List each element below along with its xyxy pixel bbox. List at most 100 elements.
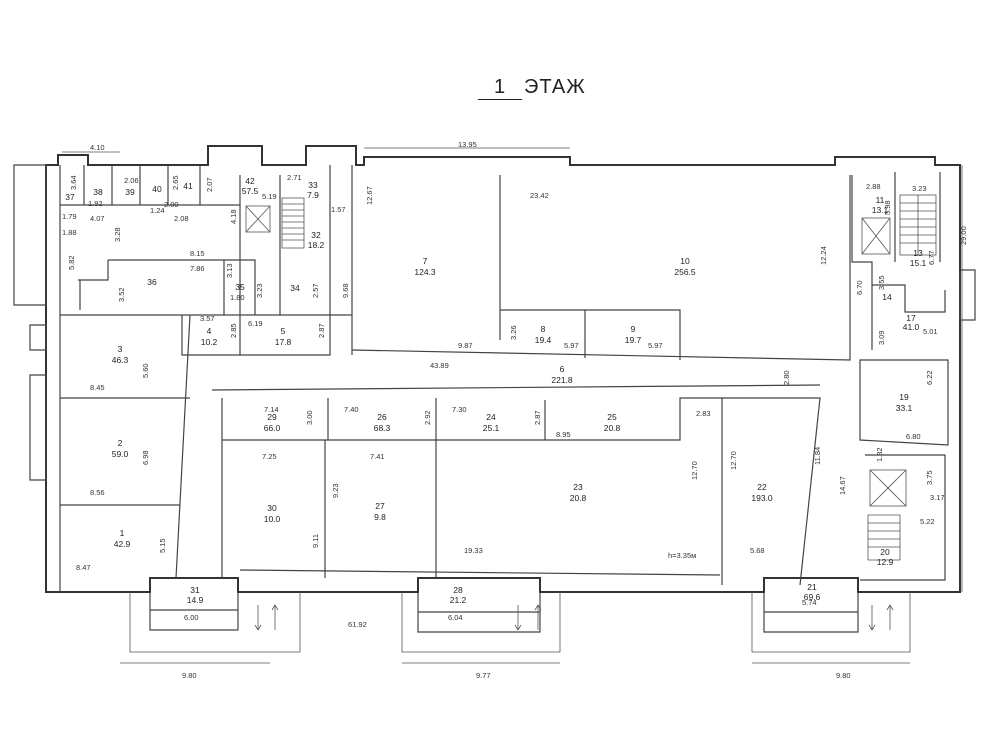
room-number: 32 bbox=[311, 230, 321, 240]
dimension-label: 5.01 bbox=[923, 327, 938, 336]
room-area: 25.1 bbox=[483, 423, 500, 433]
dimension-label: 9.23 bbox=[331, 483, 340, 498]
dimension-label: 8.45 bbox=[90, 383, 105, 392]
room-area: 17.8 bbox=[275, 337, 292, 347]
room-number: 19 bbox=[899, 392, 909, 402]
dimension-label: 12.70 bbox=[729, 451, 738, 470]
dimension-label: 2.00 bbox=[164, 200, 179, 209]
dimension-label: 5.82 bbox=[67, 255, 76, 270]
dimension-label: 5.97 bbox=[564, 341, 579, 350]
dimension-label: 5.60 bbox=[141, 363, 150, 378]
room-number: 35 bbox=[235, 282, 245, 292]
dimension-label: 12.70 bbox=[690, 461, 699, 480]
dimension-label: 4.07 bbox=[90, 214, 105, 223]
room-number: 37 bbox=[65, 192, 75, 202]
room-number: 6 bbox=[560, 364, 565, 374]
dimension-label: 2.92 bbox=[423, 410, 432, 425]
dimension-label: 5.22 bbox=[920, 517, 935, 526]
room-number: 4 bbox=[207, 326, 212, 336]
dimension-label: 8.47 bbox=[76, 563, 91, 572]
dimension-label: 3.17 bbox=[930, 493, 945, 502]
dimension-label: 6.80 bbox=[906, 432, 921, 441]
dimension-label: 7.41 bbox=[370, 452, 385, 461]
room-area: 256.5 bbox=[674, 267, 696, 277]
room-area: 33.1 bbox=[896, 403, 913, 413]
dimension-label: 5.98 bbox=[883, 200, 892, 215]
dimension-label: 3.28 bbox=[113, 227, 122, 242]
room-number: 24 bbox=[486, 412, 496, 422]
room-number: 38 bbox=[93, 187, 103, 197]
room-area: 9.8 bbox=[374, 512, 386, 522]
dimension-label: 3.23 bbox=[255, 283, 264, 298]
room-area: 193.0 bbox=[751, 493, 773, 503]
dimension-label: 23.42 bbox=[530, 191, 549, 200]
dimension-label: 1.32 bbox=[875, 447, 884, 462]
room-area: 14.9 bbox=[187, 595, 204, 605]
room-number: 1 bbox=[120, 528, 125, 538]
room-labels: 1 42.9 2 59.0 3 46.3 4 10.2 5 17.8 6 221… bbox=[65, 176, 926, 605]
dimension-label: 2.83 bbox=[696, 409, 711, 418]
room-number: 34 bbox=[290, 283, 300, 293]
dimension-label: 9.11 bbox=[311, 534, 320, 548]
floor-label: ЭТАЖ bbox=[524, 76, 586, 98]
dimension-label: 7.86 bbox=[190, 264, 205, 273]
dimension-label: 61.92 bbox=[348, 620, 367, 629]
room-number: 5 bbox=[281, 326, 286, 336]
room-number: 7 bbox=[423, 256, 428, 266]
dimension-label: 2.07 bbox=[205, 177, 214, 192]
room-area: 66.0 bbox=[264, 423, 281, 433]
dimension-label: 5.97 bbox=[648, 341, 663, 350]
dimension-label: 3.55 bbox=[877, 275, 886, 290]
dimension-label: 2.08 bbox=[174, 214, 189, 223]
room-number: 31 bbox=[190, 585, 200, 595]
room-number: 39 bbox=[125, 187, 135, 197]
dimension-label: 13.95 bbox=[458, 140, 477, 149]
dimension-label: 2.87 bbox=[317, 323, 326, 338]
dimension-label: 12.24 bbox=[819, 246, 828, 265]
room-area: 221.8 bbox=[551, 375, 573, 385]
dimension-label: 2.85 bbox=[229, 323, 238, 338]
room-area: 10.2 bbox=[201, 337, 218, 347]
room-area: 7.9 bbox=[307, 190, 319, 200]
room-number: 26 bbox=[377, 412, 387, 422]
dimension-label: 2.87 bbox=[533, 410, 542, 425]
dimension-label: 3.00 bbox=[305, 410, 314, 425]
room-number: 10 bbox=[680, 256, 690, 266]
lift-shafts bbox=[245, 205, 907, 507]
dimension-label: 7.40 bbox=[344, 405, 359, 414]
dimension-label: 6.04 bbox=[448, 613, 463, 622]
dimension-label: 9.80 bbox=[182, 671, 197, 680]
dimension-label: 9.87 bbox=[458, 341, 473, 350]
room-number: 9 bbox=[631, 324, 636, 334]
dimension-label: 2.65 bbox=[171, 175, 180, 190]
room-number: 17 bbox=[906, 313, 916, 323]
room-number: 11 bbox=[876, 195, 885, 205]
room-number: 33 bbox=[308, 180, 318, 190]
room-number: 21 bbox=[807, 582, 817, 592]
room-area: 15.1 bbox=[910, 258, 927, 268]
room-number: 14 bbox=[882, 292, 892, 302]
dimension-label: 1.57 bbox=[331, 205, 346, 214]
room-area: 13.1 bbox=[872, 205, 889, 215]
dimension-label: 6.22 bbox=[925, 370, 934, 385]
dimension-label: 3.13 bbox=[225, 263, 234, 278]
dimension-label: 3.75 bbox=[925, 470, 934, 485]
room-number: 27 bbox=[375, 501, 385, 511]
dimension-label: 6.00 bbox=[184, 613, 199, 622]
dimension-label: 9.68 bbox=[341, 283, 350, 298]
dimension-label: 12.67 bbox=[365, 186, 374, 205]
room-area: 12.9 bbox=[877, 557, 894, 567]
entrances bbox=[129, 592, 911, 653]
dimension-lines bbox=[62, 147, 963, 664]
room-area: 68.3 bbox=[374, 423, 391, 433]
dimension-label: 43.89 bbox=[430, 361, 449, 370]
room-number: 23 bbox=[573, 482, 583, 492]
room-area: 21.2 bbox=[450, 595, 467, 605]
dimension-labels: 4.10 13.95 61.92 9.80 9.77 9.80 29.00 23… bbox=[62, 140, 968, 680]
dimension-label: 5.74 bbox=[802, 598, 817, 607]
dimension-label: 14.67 bbox=[838, 476, 847, 495]
dimension-label: 9.77 bbox=[476, 671, 491, 680]
room-number: 30 bbox=[267, 503, 277, 513]
